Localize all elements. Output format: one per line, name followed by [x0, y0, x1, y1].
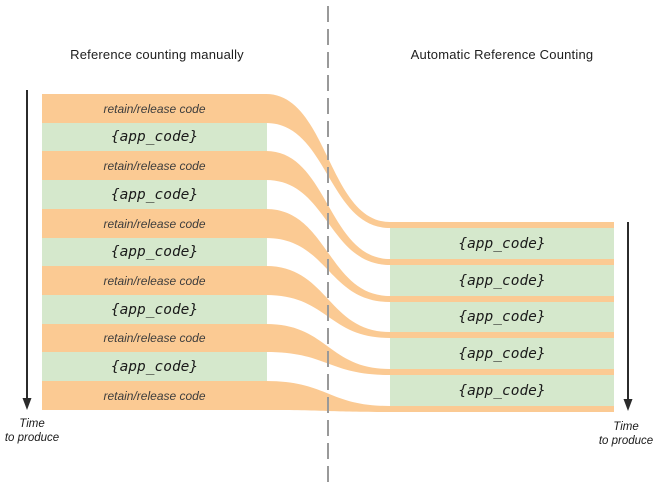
time-label-line2: to produce — [598, 435, 654, 447]
manual-retain-release-bar: retain/release code — [42, 266, 267, 295]
manual-retain-release-bar: retain/release code — [42, 94, 267, 123]
flow-ribbon-5 — [266, 324, 614, 375]
manual-app-code-bar: {app_code} — [42, 352, 267, 381]
app-code-label: {app_code} — [458, 235, 546, 252]
manual-retain-release-bar: retain/release code — [42, 381, 267, 410]
flow-ribbon-6 — [266, 381, 614, 412]
app-code-label: {app_code} — [458, 309, 546, 325]
retain-release-flow-ribbons — [266, 94, 614, 412]
retain-release-label: retain/release code — [103, 273, 206, 288]
app-code-label: {app_code} — [110, 358, 199, 375]
arc-app-code-bar: {app_code} — [390, 302, 614, 332]
manual-retain-release-bar: retain/release code — [42, 209, 267, 238]
app-code-label: {app_code} — [110, 301, 199, 318]
arc-app-code-bar: {app_code} — [390, 228, 614, 259]
arc-app-code-bar: {app_code} — [390, 375, 614, 406]
manual-retain-release-bar: retain/release code — [42, 151, 267, 180]
time-to-produce-label-right: Time to produce — [593, 420, 659, 448]
retain-release-label: retain/release code — [103, 388, 206, 403]
manual-app-code-bar: {app_code} — [42, 295, 267, 324]
manual-app-code-bar: {app_code} — [42, 238, 267, 266]
time-to-produce-label-left: Time to produce — [0, 417, 64, 445]
app-code-label: {app_code} — [458, 382, 546, 399]
manual-retain-release-bar: retain/release code — [42, 324, 267, 352]
app-code-label: {app_code} — [110, 129, 199, 145]
time-axis-arrow-right — [623, 222, 633, 411]
retain-release-label: retain/release code — [103, 331, 206, 345]
app-code-label: {app_code} — [458, 272, 546, 289]
time-label-line1: Time — [613, 421, 639, 433]
time-label-line2: to produce — [4, 432, 60, 444]
manual-app-code-bar: {app_code} — [42, 180, 267, 209]
retain-release-label: retain/release code — [103, 216, 206, 231]
retain-release-label: retain/release code — [103, 158, 206, 173]
time-axis-arrow-left — [22, 90, 32, 410]
app-code-label: {app_code} — [110, 186, 199, 203]
arc-app-code-bar: {app_code} — [390, 265, 614, 296]
time-label-line1: Time — [19, 418, 45, 430]
retain-release-label: retain/release code — [103, 101, 206, 116]
manual-app-code-bar: {app_code} — [42, 123, 267, 151]
arc-app-code-bar: {app_code} — [390, 338, 614, 369]
manual-counting-title: Reference counting manually — [70, 47, 244, 62]
app-code-label: {app_code} — [110, 244, 199, 260]
arc-title: Automatic Reference Counting — [410, 47, 594, 62]
app-code-label: {app_code} — [458, 345, 546, 362]
